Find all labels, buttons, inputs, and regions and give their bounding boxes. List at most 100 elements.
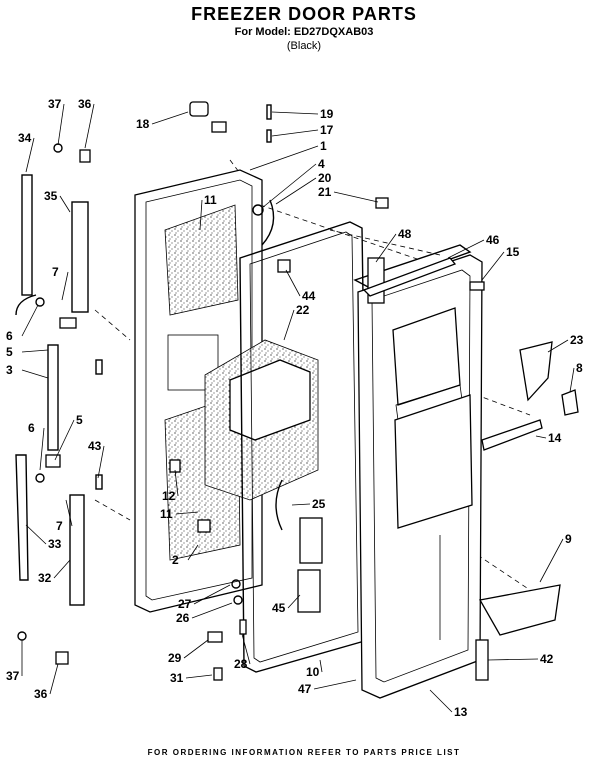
callout-14: 14: [548, 431, 562, 445]
callout-leader-21: [333, 191, 379, 203]
callout-42: 42: [540, 652, 554, 666]
callout-leader-44: [285, 269, 301, 297]
callout-19: 19: [320, 107, 334, 121]
callout-46: 46: [486, 233, 500, 247]
callout-leader-31: [185, 674, 213, 679]
callout-leader-2: [187, 544, 199, 561]
callout-44: 44: [302, 289, 316, 303]
callout-31: 31: [170, 671, 184, 685]
callout-leader-37: [57, 103, 65, 146]
callout-leader-23: [547, 339, 569, 353]
callout-leader-20: [275, 177, 317, 205]
callout-27: 27: [178, 597, 192, 611]
callout-leader-32: [53, 559, 71, 579]
callout-22: 22: [296, 303, 310, 317]
callout-48: 48: [398, 227, 412, 241]
callout-leader-22: [283, 309, 295, 341]
callout-leader-43: [97, 445, 105, 479]
callout-17: 17: [320, 123, 334, 137]
callout-11: 11: [160, 507, 173, 521]
dispenser-housing: [204, 339, 319, 501]
color-line: (Black): [286, 40, 322, 52]
callout-28: 28: [234, 657, 248, 671]
outer-door-panel: [134, 169, 263, 613]
callout-leader-33: [25, 524, 47, 545]
callout-leader-5: [21, 349, 49, 353]
callout-leader-42: [487, 658, 539, 661]
model-line: For Model: ED27DQXAB03: [234, 26, 374, 38]
callout-leader-45: [287, 594, 301, 609]
callout-leader-26: [191, 602, 233, 619]
callout-leader-6: [39, 427, 45, 471]
callout-leader-7: [61, 271, 69, 301]
callout-26: 26: [176, 611, 190, 625]
callout-12: 12: [162, 489, 176, 503]
small-hardware: [17, 101, 579, 681]
callout-7: 7: [52, 265, 59, 279]
callout-36: 36: [34, 687, 48, 701]
callout-18: 18: [136, 117, 150, 131]
callout-leader-36: [84, 103, 95, 149]
callout-45: 45: [272, 601, 286, 615]
callout-32: 32: [38, 571, 52, 585]
callout-leader-9: [539, 538, 564, 583]
callout-35: 35: [44, 189, 58, 203]
callout-leader-15: [481, 251, 505, 281]
callout-leader-7: [65, 499, 73, 527]
callout-leader-8: [569, 367, 575, 393]
callout-6: 6: [6, 329, 13, 343]
callout-leader-4: [261, 163, 317, 209]
callout-leader-28: [241, 633, 251, 665]
callout-25: 25: [312, 497, 326, 511]
callout-leader-10: [319, 659, 323, 673]
callout-1: 1: [320, 139, 327, 153]
callout-leader-3: [21, 369, 49, 379]
callout-leader-46: [447, 239, 485, 259]
callout-11: 11: [204, 193, 217, 207]
callout-leader-11: [175, 511, 199, 515]
callout-34: 34: [18, 131, 32, 145]
callout-leader-18: [151, 111, 189, 125]
callout-leader-17: [271, 129, 319, 137]
callout-leader-12: [174, 469, 179, 497]
callout-15: 15: [506, 245, 520, 259]
callout-23: 23: [570, 333, 584, 347]
callout-43: 43: [88, 439, 102, 453]
callout-leader-13: [429, 689, 453, 713]
callout-leader-47: [313, 679, 357, 690]
ordering-footer: FOR ORDERING INFORMATION REFER TO PARTS …: [147, 748, 461, 757]
callout-leader-14: [535, 435, 547, 439]
callout-21: 21: [318, 185, 332, 199]
callout-leader-1: [249, 145, 319, 171]
callout-leader-48: [375, 233, 397, 263]
callout-8: 8: [576, 361, 583, 375]
callout-3: 3: [6, 363, 13, 377]
callout-leader-11: [199, 199, 203, 231]
callout-13: 13: [454, 705, 468, 719]
callout-4: 4: [318, 157, 325, 171]
callout-leader-36: [49, 663, 59, 695]
callout-6: 6: [28, 421, 35, 435]
callout-36: 36: [78, 97, 92, 111]
callout-2: 2: [172, 553, 179, 567]
diagram-title: FREEZER DOOR PARTS: [191, 4, 417, 24]
callout-leader-6: [21, 304, 39, 337]
callout-33: 33: [48, 537, 62, 551]
inner-door-liner: [353, 244, 483, 699]
callout-20: 20: [318, 171, 332, 185]
callout-leader-19: [271, 111, 319, 115]
callout-leader-27: [193, 584, 231, 605]
callout-leader-25: [291, 503, 311, 506]
callout-5: 5: [76, 413, 83, 427]
callout-47: 47: [298, 682, 312, 696]
callout-leader-5: [54, 419, 75, 461]
callout-leader-29: [183, 639, 209, 659]
callout-7: 7: [56, 519, 63, 533]
callout-5: 5: [6, 345, 13, 359]
callout-leader-34: [25, 137, 35, 173]
callout-leader-35: [59, 195, 71, 213]
callout-9: 9: [565, 532, 572, 546]
assembly-guide-lines: [94, 159, 531, 591]
